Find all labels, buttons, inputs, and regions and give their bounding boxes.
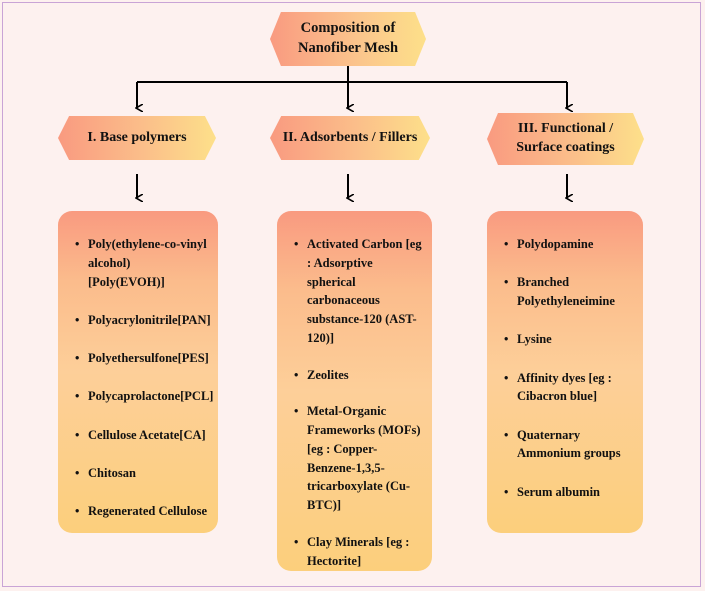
category-title: II. Adsorbents / Fillers xyxy=(283,129,418,148)
list-item: • Poly(ethylene-co-vinyl alcohol) [Poly(E… xyxy=(75,235,208,291)
root-title-line2: Nanofiber Mesh xyxy=(297,40,399,56)
list-item: • Lysine xyxy=(504,330,635,349)
category-title: III. Functional / Surface coatings xyxy=(516,120,614,158)
list-item: • Quaternary Ammonium groups xyxy=(504,426,635,464)
list-item-label: Serum albumin xyxy=(517,484,601,499)
list-item-label: Polyacrylonitrile[PAN] xyxy=(88,312,211,327)
category-title-line2: Surface coatings xyxy=(516,140,615,155)
bullet-icon: • xyxy=(75,237,80,251)
category-node-adsorbents-fillers: II. Adsorbents / Fillers xyxy=(270,116,430,160)
list-item: • Polycaprolactone[PCL] xyxy=(75,387,213,406)
list-item: • Polyacrylonitrile[PAN] xyxy=(75,311,211,330)
bullet-icon: • xyxy=(294,404,299,419)
category-title-line1: II. Adsorbents / Fillers xyxy=(282,129,418,145)
category-node-base-polymers: I. Base polymers xyxy=(58,116,216,160)
list-item: • Cellulose Acetate[CA] xyxy=(75,426,208,445)
bullet-icon: • xyxy=(75,504,80,518)
category-title-line1: I. Base polymers xyxy=(87,129,187,145)
bullet-icon: • xyxy=(75,312,80,327)
list-item-label: Quaternary Ammonium groups xyxy=(517,427,621,461)
bullet-icon: • xyxy=(504,427,509,442)
list-item-label: Regenerated Cellulose xyxy=(88,504,208,518)
bullet-icon: • xyxy=(75,389,80,404)
bullet-icon: • xyxy=(75,427,80,442)
list-item-label: Chitosan xyxy=(88,465,136,480)
list-item-label: Zeolites xyxy=(307,367,349,382)
list-item-label: Cellulose Acetate[CA] xyxy=(88,427,206,442)
list-item-label: Lysine xyxy=(517,332,552,347)
list-item-label: Poly(ethylene-co-vinyl alcohol) [Poly(EV… xyxy=(88,237,207,289)
bullet-icon: • xyxy=(294,534,299,549)
list-item: • Chitosan xyxy=(75,464,208,483)
bullet-icon: • xyxy=(294,367,299,382)
bullet-icon: • xyxy=(75,465,80,480)
bullet-icon: • xyxy=(504,237,509,251)
list-item: • Regenerated Cellulose xyxy=(75,502,208,521)
list-item: • Metal-Organic Frameworks (MOFs) [eg : C… xyxy=(294,402,424,515)
category-node-functional-coatings: III. Functional / Surface coatings xyxy=(487,113,644,165)
list-item-label: Activated Carbon [eg : Adsorptive spheri… xyxy=(307,237,422,345)
list-item: • Polyethersulfone[PES] xyxy=(75,349,209,368)
list-item: • Serum albumin xyxy=(504,483,635,502)
bullet-icon: • xyxy=(504,332,509,347)
list-item: • Activated Carbon [eg : Adsorptive spher… xyxy=(294,235,424,348)
bullet-icon: • xyxy=(504,370,509,385)
category-title-line1: III. Functional / xyxy=(517,121,614,137)
list-item-label: Branched Polyethyleneimine xyxy=(517,275,615,308)
root-title-line1: Composition of xyxy=(300,20,396,37)
category-title: I. Base polymers xyxy=(87,129,186,148)
list-item-label: Metal-Organic Frameworks (MOFs) [eg : Co… xyxy=(307,404,421,512)
bullet-icon: • xyxy=(504,484,509,499)
list-item-label: Affinity dyes [eg : Cibacron blue] xyxy=(517,370,612,404)
list-item-label: Polyethersulfone[PES] xyxy=(88,351,209,365)
list-item-label: Polycaprolactone[PCL] xyxy=(88,389,214,404)
bullet-icon: • xyxy=(75,351,80,365)
root-node: Composition of Nanofiber Mesh xyxy=(270,12,426,66)
item-panel-base-polymers: • Poly(ethylene-co-vinyl alcohol) [Poly(E… xyxy=(58,211,218,533)
bullet-icon: • xyxy=(294,237,299,251)
item-panel-adsorbents-fillers: • Activated Carbon [eg : Adsorptive spher… xyxy=(277,211,432,571)
list-item-label: Polydopamine xyxy=(517,237,594,251)
item-panel-functional-coatings: • Polydopamine • Branched Polyethyleneimin… xyxy=(487,211,643,533)
list-item: • Zeolites xyxy=(294,366,424,385)
bullet-icon: • xyxy=(504,275,509,290)
list-item: • Polydopamine xyxy=(504,235,635,254)
root-title: Composition of Nanofiber Mesh xyxy=(298,19,398,58)
list-item: • Affinity dyes [eg : Cibacron blue] xyxy=(504,369,635,407)
list-item: • Branched Polyethyleneimine xyxy=(504,273,635,311)
list-item: • Clay Minerals [eg : Hectorite] xyxy=(294,533,424,571)
list-item-label: Clay Minerals [eg : Hectorite] xyxy=(307,534,410,568)
